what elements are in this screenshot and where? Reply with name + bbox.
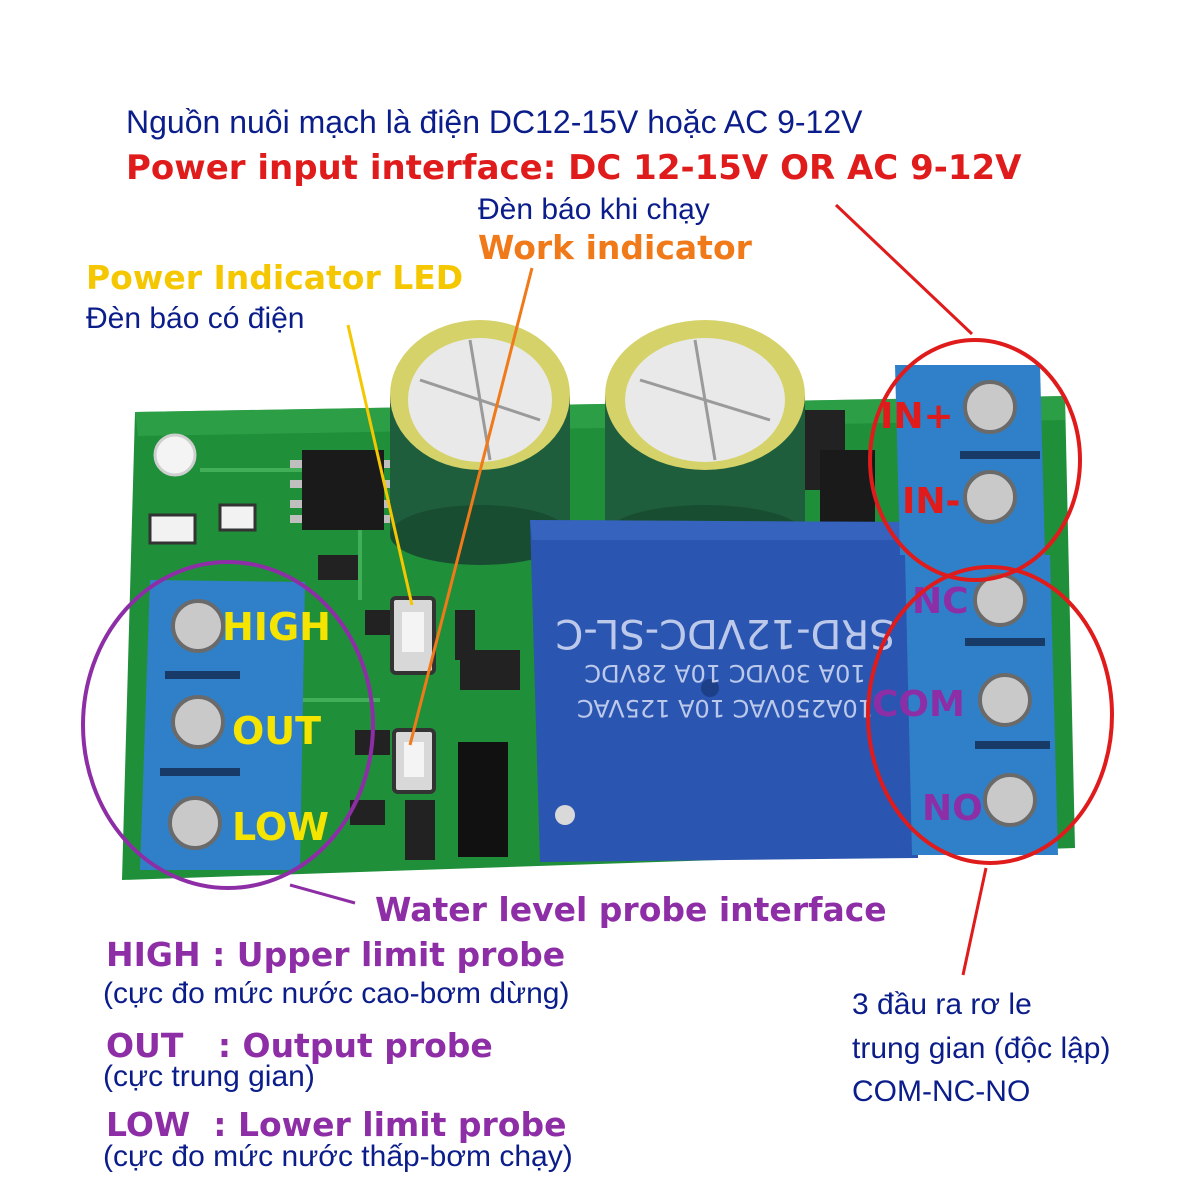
power-leader-line <box>834 203 974 336</box>
relay-outputs-line1: 3 đầu ra rơ le <box>852 988 1032 1021</box>
probe-high-vi: (cực đo mức nước cao-bơm dừng) <box>103 977 570 1010</box>
screw-out <box>171 695 225 749</box>
relay-outputs-line2: trung gian (độc lập) <box>852 1032 1111 1065</box>
label-low: LOW <box>232 805 329 849</box>
power-terminal-highlight <box>868 338 1082 582</box>
power-led-leader-line <box>346 324 414 606</box>
mounting-hole <box>153 433 197 477</box>
power-led-vi-text: Đèn báo có điện <box>86 302 305 335</box>
capacitor-left <box>390 320 570 565</box>
probe-heading: Water level probe interface <box>375 890 887 929</box>
work-indicator-vi-text: Đèn báo khi chạy <box>478 193 710 226</box>
screw-high <box>171 599 225 653</box>
probe-high-en: HIGH : Upper limit probe <box>106 935 566 974</box>
probe-low-vi: (cực đo mức nước thấp-bơm chạy) <box>103 1140 573 1173</box>
ic-chip <box>302 450 384 530</box>
label-in-minus: IN- <box>902 481 960 522</box>
diode <box>458 742 508 857</box>
screw-in-minus <box>963 470 1017 524</box>
probe-out-vi: (cực trung gian) <box>103 1060 315 1093</box>
work-indicator-leader-line <box>408 267 534 746</box>
relay-leader-line <box>961 867 988 976</box>
screw-no <box>983 773 1037 827</box>
power-en-text: Power input interface: DC 12-15V OR AC 9… <box>126 148 1022 188</box>
label-nc: NC <box>912 581 969 622</box>
relay <box>530 520 918 862</box>
relay-rating-text-1: 10A 30VDC 10A 28VDC <box>584 659 865 687</box>
work-indicator-en-text: Work indicator <box>478 228 752 267</box>
label-com: COM <box>872 684 965 725</box>
label-high: HIGH <box>222 605 331 649</box>
probe-out-en: OUT : Output probe <box>106 1026 493 1065</box>
probe-terminal-highlight <box>81 560 375 890</box>
label-no: NO <box>922 788 983 829</box>
power-vi-text: Nguồn nuôi mạch là điện DC12-15V hoặc AC… <box>126 104 863 140</box>
screw-nc <box>973 573 1027 627</box>
screw-in-plus <box>963 380 1017 434</box>
label-in-plus: IN+ <box>880 396 954 437</box>
label-out: OUT <box>232 709 321 753</box>
power-led-en-text: Power Indicator LED <box>86 258 464 297</box>
screw-low <box>168 796 222 850</box>
relay-terminal-highlight <box>866 565 1114 865</box>
screw-com <box>978 673 1032 727</box>
probe-low-en: LOW : Lower limit probe <box>106 1105 567 1144</box>
relay-model-text: SRD-12VDC-SL-C <box>555 610 894 656</box>
relay-outputs-line3: COM-NC-NO <box>852 1075 1031 1108</box>
relay-rating-text-2: 10A250VAC 10A 125VAC <box>577 694 873 722</box>
probe-leader-line <box>289 883 356 905</box>
